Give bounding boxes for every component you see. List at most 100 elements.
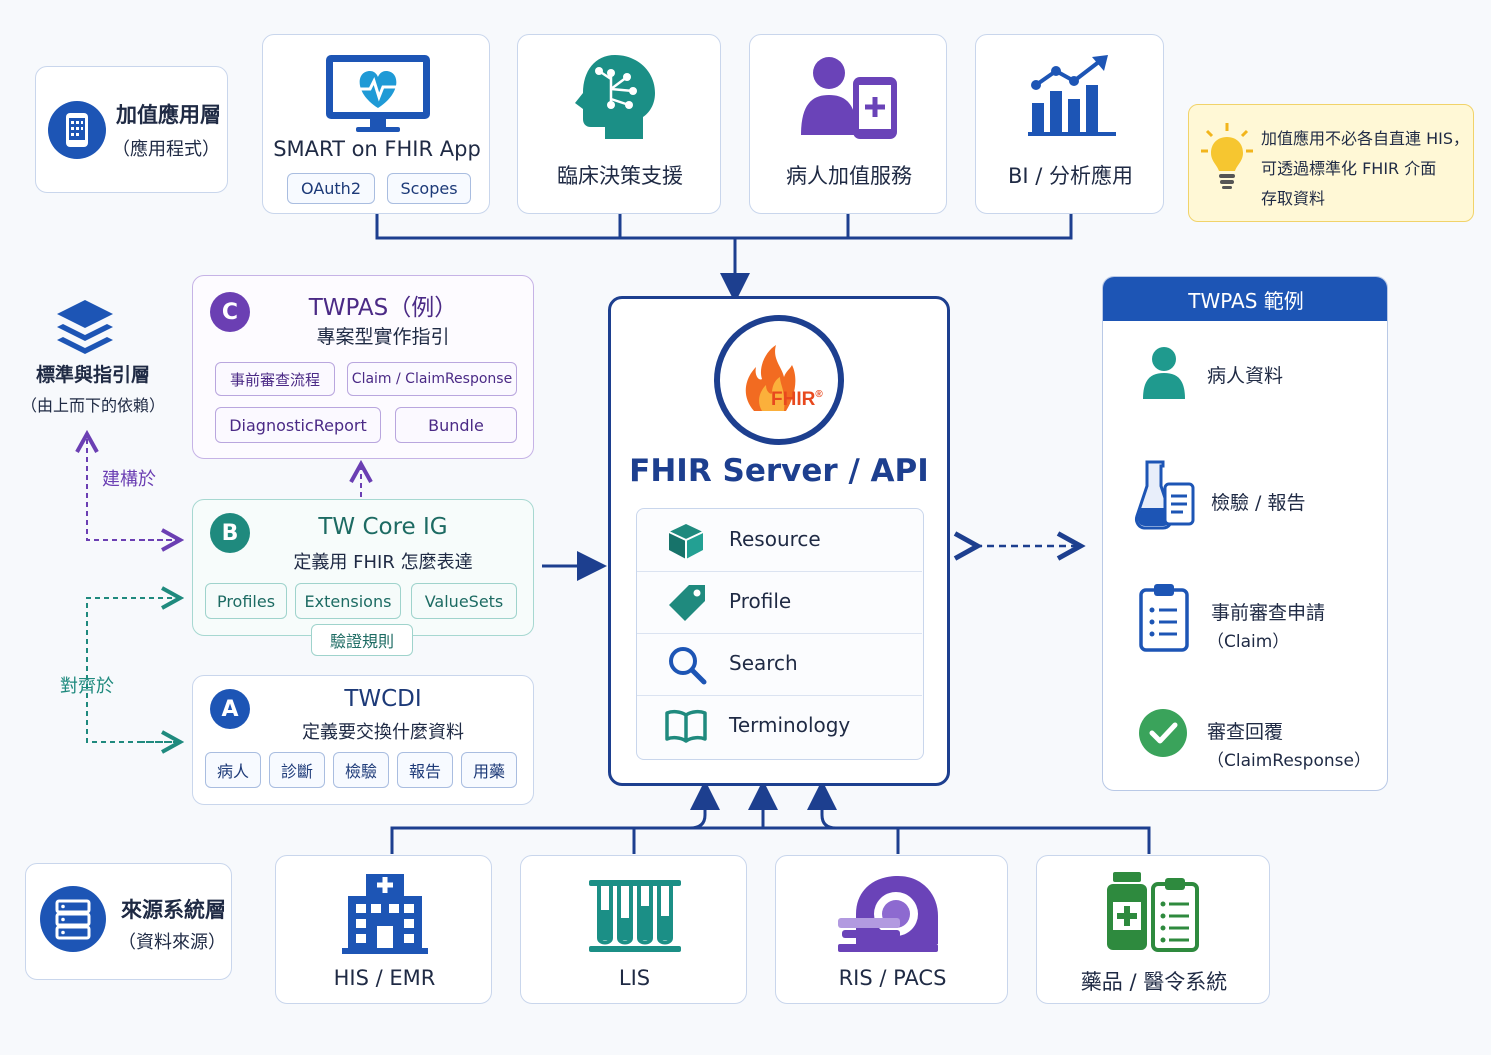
layers-icon — [57, 300, 113, 354]
built-on-label: 建構於 — [102, 469, 156, 490]
oauth2-chip: OAuth2 — [287, 173, 375, 204]
cds-label: 臨床決策支援 — [557, 164, 683, 188]
report-chip: 報告 — [397, 752, 453, 788]
fhir-logo-text: FHIR® — [771, 389, 823, 410]
aligned-to-label: 對齊於 — [60, 676, 114, 697]
aligned-dashed-line — [86, 598, 178, 743]
twcdi-title: TWCDI — [344, 686, 422, 712]
step-response-sub: （ClaimResponse） — [1207, 751, 1371, 771]
tw-core-subtitle: 定義用 FHIR 怎麼表達 — [293, 552, 473, 573]
twpas-ig-title: TWPAS（例） — [308, 295, 458, 321]
standards-layer-subtitle: （由上而下的依賴） — [20, 396, 165, 415]
source-card-lis[interactable]: LIS — [520, 855, 747, 1004]
bar-chart-icon — [1028, 55, 1116, 136]
tw-core-badge: B — [210, 513, 250, 553]
app-layer-subtitle: （應用程式） — [112, 139, 220, 160]
step-claim-sub: （Claim） — [1207, 632, 1290, 652]
bottom-arrow-right — [807, 780, 837, 830]
terminology-label: Terminology — [729, 713, 851, 737]
tw-core-title: TW Core IG — [318, 514, 448, 540]
check-circle-icon — [1139, 709, 1187, 757]
twpas-ig-subtitle: 專案型實作指引 — [316, 326, 450, 348]
fhir-server-title: FHIR Server / API — [629, 453, 929, 489]
fhir-logo — [714, 315, 844, 445]
bottom-bus-line — [390, 826, 1151, 854]
lightbulb-icon — [1201, 123, 1253, 189]
mobile-phone-icon — [48, 101, 106, 159]
note-line-3: 存取資料 — [1261, 189, 1326, 208]
tw-core-card[interactable]: B TW Core IG 定義用 FHIR 怎麼表達 Profiles Exte… — [192, 499, 534, 636]
info-note: 加值應用不必各自直連 HIS， 可透過標準化 FHIR 介面 存取資料 — [1188, 104, 1474, 222]
patient-icon — [1143, 347, 1185, 399]
clipboard-icon — [1139, 584, 1189, 652]
scopes-chip: Scopes — [387, 173, 471, 204]
source-layer-title: 來源系統層 — [121, 898, 226, 922]
source-card-pharmacy[interactable]: 藥品 / 醫令系統 — [1036, 855, 1270, 1004]
twcdi-card[interactable]: A TWCDI 定義要交換什麼資料 病人 診斷 檢驗 報告 用藥 — [192, 675, 534, 805]
patient-service-label: 病人加值服務 — [786, 164, 912, 188]
search-row[interactable]: Search — [637, 633, 922, 696]
step-lab-label: 檢驗 / 報告 — [1211, 492, 1306, 514]
mri-scanner-icon — [838, 876, 938, 952]
lab-chip: 檢驗 — [333, 752, 389, 788]
prior-auth-flow-chip: 事前審查流程 — [215, 362, 335, 396]
source-layer-card: 來源系統層 （資料來源） — [25, 863, 232, 980]
twcdi-subtitle: 定義要交換什麼資料 — [302, 722, 464, 743]
step-patient-label: 病人資料 — [1207, 365, 1284, 387]
tag-icon — [669, 585, 705, 621]
app-layer-card: 加值應用層 （應用程式） — [35, 66, 228, 193]
profiles-chip: Profiles — [205, 583, 287, 619]
medicine-orders-icon — [1107, 872, 1199, 952]
note-line-1: 加值應用不必各自直連 HIS， — [1261, 129, 1469, 148]
step-claim-label: 事前審查申請 — [1211, 602, 1326, 624]
bi-label: BI / 分析應用 — [1007, 164, 1134, 188]
smart-app-label: SMART on FHIR App — [273, 137, 481, 161]
diagnostic-report-chip: DiagnosticReport — [215, 407, 381, 443]
profile-row[interactable]: Profile — [637, 571, 922, 634]
validation-rules-chip: 驗證規則 — [311, 624, 413, 656]
source-card-his[interactable]: HIS / EMR — [275, 855, 492, 1004]
app-card-bi[interactable]: BI / 分析應用 — [975, 34, 1164, 214]
search-icon — [669, 647, 707, 685]
his-label: HIS / EMR — [333, 966, 436, 990]
twpas-ig-card[interactable]: C TWPAS（例） 專案型實作指引 事前審查流程 Claim / ClaimR… — [192, 275, 534, 459]
ris-label: RIS / PACS — [838, 966, 947, 990]
patient-phone-icon — [801, 57, 897, 139]
app-card-smart[interactable]: SMART on FHIR App OAuth2 Scopes — [262, 34, 490, 214]
book-icon — [665, 709, 707, 743]
server-feature-list: Resource Profile Search Terminology — [636, 508, 924, 760]
brain-circuit-icon — [575, 55, 655, 139]
note-line-2: 可透過標準化 FHIR 介面 — [1261, 159, 1437, 178]
app-card-cds[interactable]: 臨床決策支援 — [517, 34, 721, 214]
extensions-chip: Extensions — [295, 583, 401, 619]
claim-chip: Claim / ClaimResponse — [347, 362, 517, 396]
lis-label: LIS — [618, 966, 651, 990]
resource-label: Resource — [729, 527, 821, 551]
terminology-row[interactable]: Terminology — [637, 695, 922, 757]
resource-row[interactable]: Resource — [637, 509, 922, 572]
diagnosis-chip: 診斷 — [269, 752, 325, 788]
bundle-chip: Bundle — [395, 407, 517, 443]
app-card-patient-service[interactable]: 病人加值服務 — [749, 34, 947, 214]
medication-chip: 用藥 — [461, 752, 517, 788]
source-layer-subtitle: （資料來源） — [118, 932, 226, 953]
lab-report-icon — [1135, 460, 1195, 530]
twpas-badge: C — [210, 292, 250, 332]
server-icon — [40, 886, 106, 952]
standards-layer-title: 標準與指引層 — [35, 364, 150, 386]
test-tubes-icon — [589, 880, 681, 952]
app-layer-title: 加值應用層 — [116, 103, 221, 127]
twpas-example-header: TWPAS 範例 — [1103, 277, 1387, 321]
bottom-arrow-left — [689, 780, 720, 830]
step-response-label: 審查回覆 — [1207, 721, 1284, 743]
hospital-icon — [342, 874, 428, 954]
pharmacy-label: 藥品 / 醫令系統 — [1080, 970, 1228, 994]
twcdi-badge: A — [210, 689, 250, 729]
fhir-server-card[interactable]: FHIR® FHIR Server / API Resource Profile — [608, 296, 950, 786]
source-card-ris[interactable]: RIS / PACS — [775, 855, 1008, 1004]
monitor-heart-icon — [326, 55, 430, 132]
patient-chip: 病人 — [205, 752, 261, 788]
profile-label: Profile — [729, 589, 792, 613]
twpas-example-panel: TWPAS 範例 病人資料 檢驗 / 報告 事前審查申請 （Claim） 審查回… — [1102, 276, 1388, 791]
